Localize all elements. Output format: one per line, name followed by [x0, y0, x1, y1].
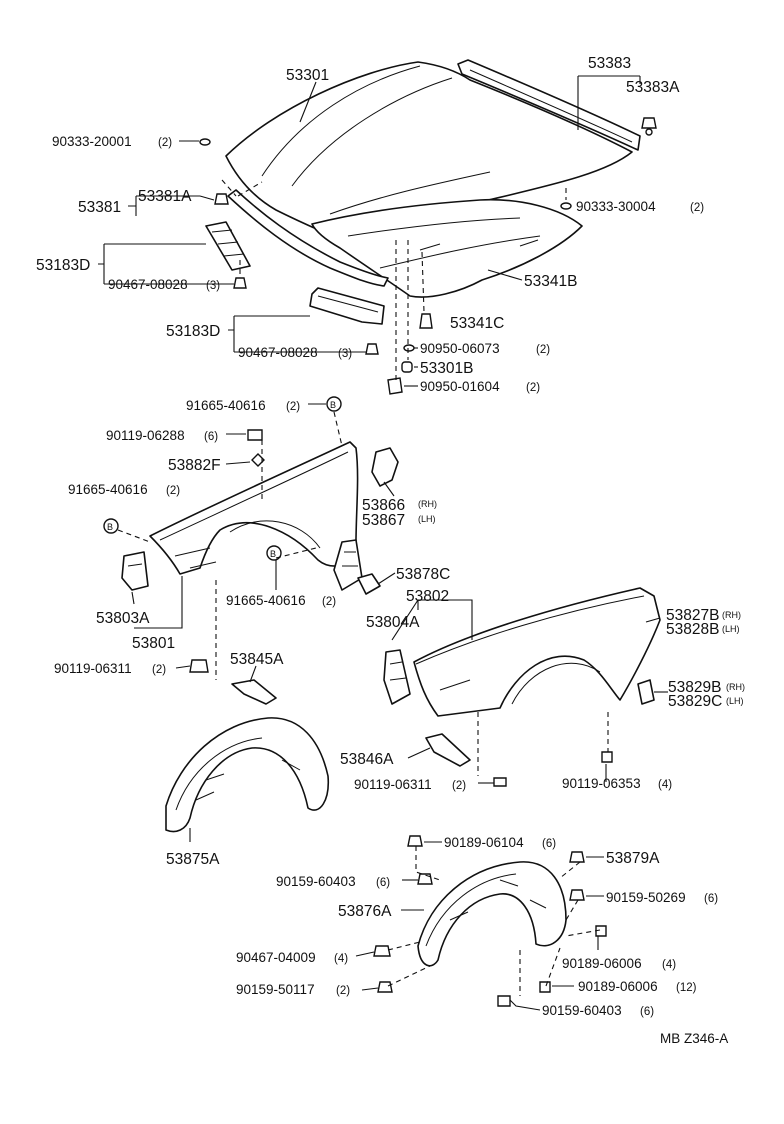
label-liner-clip-c-qty: (6) — [640, 1006, 654, 1018]
fender-liner-53875a — [165, 717, 330, 833]
label-bracket-screw-qty: (3) — [206, 280, 220, 292]
hood-bracket-upper — [205, 221, 251, 271]
marker-nut-b-left: B — [107, 522, 113, 532]
marker-nut-b-top: B — [330, 400, 336, 410]
label-fender-bolt-qty: (6) — [204, 431, 218, 443]
label-liner-screw-top: 90189-06104 — [444, 835, 524, 850]
label-insulator-clip: 53341C — [450, 315, 504, 332]
label-liner-screw-side: 90467-04009 — [236, 950, 316, 965]
fender-stay-53878c — [357, 573, 381, 595]
label-hood-seal-clip: 53383A — [626, 79, 680, 96]
label-cushion-a: 90950-06073 — [420, 341, 500, 356]
label-seal-clip: 53381A — [138, 188, 192, 205]
diagram-reference: MB Z346-A — [660, 1031, 728, 1046]
label-mud-guard-lh: 53829C — [668, 693, 722, 710]
label-nut-b-left: 91665-40616 — [68, 482, 148, 497]
label-hood-cushion: 53301B — [420, 360, 473, 377]
label-fender-rh: 53827B — [666, 607, 719, 624]
label-liner-screw-b-qty: (4) — [662, 959, 676, 971]
label-fender-brace-right: 53804A — [366, 614, 420, 631]
label-hood: 53301 — [286, 67, 329, 84]
label-fender-bolt-right: 90119-06311 — [354, 777, 432, 792]
label-hood-plug-rear-qty: (2) — [690, 202, 704, 214]
label-fender-lh: 53828B — [666, 621, 719, 638]
label-liner-clip-bottom-qty: (2) — [336, 985, 350, 997]
label-fender-bracket-lh-side: (LH) — [418, 514, 436, 524]
label-liner-clip-c: 90159-60403 — [542, 1003, 622, 1018]
label-liner-screw-top-qty: (6) — [542, 838, 556, 850]
label-fender-bracket-rh-side: (RH) — [418, 499, 437, 509]
label-liner-left: 53875A — [166, 851, 220, 868]
label-nut-b-lower-qty: (2) — [322, 596, 336, 608]
label-nut-b-top: 91665-40616 — [186, 398, 266, 413]
label-splash-shield-bracket: 53845A — [230, 651, 284, 668]
label-liner-right: 53876A — [338, 903, 392, 920]
label-fender-bolt-right-qty: (2) — [452, 780, 466, 792]
label-mud-guard-rh-side: (RH) — [726, 682, 745, 692]
front-fender-right — [413, 587, 661, 717]
label-fender-bolt-left-qty: (2) — [152, 664, 166, 676]
fender-bracket-53866 — [371, 447, 399, 487]
label-mud-guard-rh: 53829B — [668, 679, 721, 696]
hood-seal-side — [227, 189, 389, 287]
hood-panel — [225, 61, 633, 253]
label-fender-bolt-rear: 90119-06353 — [562, 776, 641, 791]
label-fender-stay: 53878C — [396, 566, 450, 583]
fender-apron-rear — [333, 539, 363, 591]
label-cushion-a-qty: (2) — [536, 344, 550, 356]
label-fender-washer: 53882F — [168, 457, 221, 474]
label-cushion-b-qty: (2) — [526, 382, 540, 394]
label-liner-clip-right-qty: (6) — [704, 893, 718, 905]
label-bracket-group: 53183D — [36, 257, 90, 274]
label-fender-bracket-lh: 53867 — [362, 512, 405, 529]
splash-shield-bracket-53845a — [231, 679, 277, 705]
label-fender-rh-side: (RH) — [722, 610, 741, 620]
label-liner-clip-left: 90159-60403 — [276, 874, 356, 889]
label-hood-insulator: 53341B — [524, 273, 577, 290]
label-fender-group: 53801 — [132, 635, 175, 652]
label-mud-guard-lh-side: (LH) — [726, 696, 744, 706]
label-bracket-group-2: 53183D — [166, 323, 220, 340]
label-hood-plug-front: 90333-20001 — [52, 134, 132, 149]
label-nut-b-lower: 91665-40616 — [226, 593, 306, 608]
label-hood-plug-rear: 90333-30004 — [576, 199, 656, 214]
label-liner-nut: 53879A — [606, 850, 660, 867]
label-fender-brace: 53803A — [96, 610, 150, 627]
label-bracket-screw-2: 90467-08028 — [238, 345, 318, 360]
label-seal-group: 53381 — [78, 199, 121, 216]
label-fender-bracket-rh: 53866 — [362, 497, 405, 514]
label-hood-plug-front-qty: (2) — [158, 137, 172, 149]
fender-brace-53804a — [383, 649, 411, 705]
label-liner-screw-side-qty: (4) — [334, 953, 348, 965]
label-liner-clip-left-qty: (6) — [376, 877, 390, 889]
label-fender-group-right: 53802 — [406, 588, 449, 605]
label-liner-screw-b: 90189-06006 — [562, 956, 642, 971]
fender-liner-53876a — [417, 861, 567, 967]
label-cushion-b: 90950-01604 — [420, 379, 500, 394]
label-splash-bracket-right: 53846A — [340, 751, 394, 768]
splash-bracket-53846a — [425, 733, 471, 767]
fender-brace-53803a — [121, 551, 149, 591]
mud-guard-53829b — [637, 679, 655, 705]
hood-bracket-lower — [309, 287, 385, 325]
marker-nut-b-lower: B — [270, 549, 276, 559]
label-fender-lh-side: (LH) — [722, 624, 740, 634]
label-liner-screw-c: 90189-06006 — [578, 979, 658, 994]
label-bracket-screw: 90467-08028 — [108, 277, 188, 292]
hood-insulator — [311, 198, 583, 298]
label-bracket-screw-2-qty: (3) — [338, 348, 352, 360]
label-liner-clip-right: 90159-50269 — [606, 890, 686, 905]
label-fender-bolt: 90119-06288 — [106, 428, 185, 443]
hood-seal — [457, 59, 641, 151]
label-fender-bolt-rear-qty: (4) — [658, 779, 672, 791]
label-liner-clip-bottom: 90159-50117 — [236, 982, 315, 997]
label-nut-b-left-qty: (2) — [166, 485, 180, 497]
label-hood-seal: 53383 — [588, 55, 631, 72]
label-fender-bolt-left: 90119-06311 — [54, 661, 132, 676]
label-liner-screw-c-qty: (12) — [676, 982, 697, 994]
label-nut-b-top-qty: (2) — [286, 401, 300, 413]
fender-apron-left — [149, 441, 359, 575]
